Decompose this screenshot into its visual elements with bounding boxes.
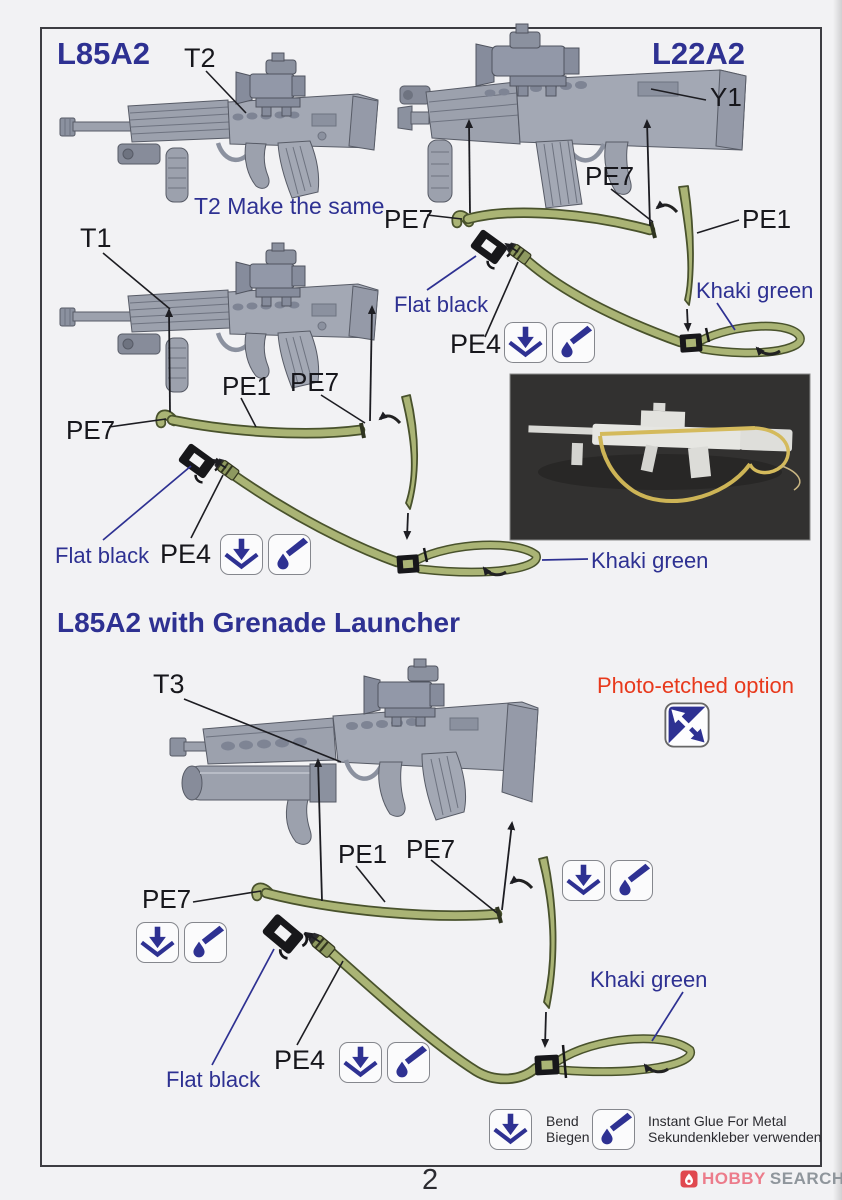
note-t2-make-same: T2 Make the same xyxy=(194,193,385,219)
glue-icon xyxy=(592,1109,635,1150)
part-label-pe4: PE4 xyxy=(274,1045,326,1075)
part-label-pe7: PE7 xyxy=(142,884,192,914)
leader-lines xyxy=(102,70,740,1046)
section-title-l85a2: L85A2 xyxy=(57,36,151,71)
color-note-leaders xyxy=(102,255,736,1066)
bend-icon xyxy=(220,534,263,575)
legend-bend-en: Bend xyxy=(546,1113,579,1129)
color-note-khaki-green: Khaki green xyxy=(591,548,709,573)
brand-name-secondary: SEARCH xyxy=(769,1169,842,1188)
glue-icon xyxy=(184,922,227,963)
part-label-pe1: PE1 xyxy=(222,371,272,401)
part-label-pe1: PE1 xyxy=(742,204,792,234)
part-label-pe7: PE7 xyxy=(290,367,340,397)
color-note-flat-black: Flat black xyxy=(394,292,489,317)
note-photo-etched-option: Photo-etched option xyxy=(597,673,794,698)
bend-icon xyxy=(562,860,605,901)
page-number: 2 xyxy=(422,1164,439,1196)
bend-icon xyxy=(339,1042,382,1083)
photo-etch-option-icon xyxy=(664,702,710,748)
sling-grenade xyxy=(251,758,695,1085)
page-border-frame xyxy=(40,27,822,1167)
legend-bend-de: Biegen xyxy=(546,1129,590,1145)
color-note-flat-black: Flat black xyxy=(55,543,150,568)
legend-glue-en: Instant Glue For Metal xyxy=(648,1113,787,1129)
flame-icon xyxy=(680,1170,698,1188)
glue-icon xyxy=(387,1042,430,1083)
color-note-flat-black: Flat black xyxy=(166,1067,261,1092)
section-title-l22a2: L22A2 xyxy=(652,36,746,71)
part-label-pe7: PE7 xyxy=(66,415,116,445)
part-label-pe7: PE7 xyxy=(384,204,434,234)
photo-inset xyxy=(509,373,811,541)
watermark-logo: HOBBY SEARCH xyxy=(680,1169,842,1189)
part-label-pe4: PE4 xyxy=(160,539,212,569)
color-note-khaki-green: Khaki green xyxy=(696,278,814,303)
part-label-t1: T1 xyxy=(80,223,112,253)
part-label-y1: Y1 xyxy=(710,82,742,112)
rifle-l85a2-grenade xyxy=(170,659,538,844)
part-label-t2: T2 xyxy=(184,43,216,73)
page-edge-shadow xyxy=(833,0,842,1200)
legend-glue-de: Sekundenkleber verwenden xyxy=(648,1129,822,1145)
sling-l22a2 xyxy=(451,119,805,358)
part-label-pe1: PE1 xyxy=(338,839,388,869)
glue-icon xyxy=(552,322,595,363)
glue-icon xyxy=(268,534,311,575)
bend-icon xyxy=(489,1109,532,1150)
section-title-grenade: L85A2 with Grenade Launcher xyxy=(57,607,460,638)
part-label-pe7: PE7 xyxy=(585,161,635,191)
color-note-khaki-green: Khaki green xyxy=(590,967,708,992)
rifle-l85a2-top xyxy=(60,53,378,202)
part-label-pe7: PE7 xyxy=(406,834,456,864)
part-label-pe4: PE4 xyxy=(450,329,502,359)
bend-icon xyxy=(136,922,179,963)
bend-icon xyxy=(504,322,547,363)
sling-l85a2 xyxy=(155,305,541,577)
glue-icon xyxy=(610,860,653,901)
brand-name-primary: HOBBY xyxy=(702,1169,766,1188)
part-label-t3: T3 xyxy=(153,669,185,699)
